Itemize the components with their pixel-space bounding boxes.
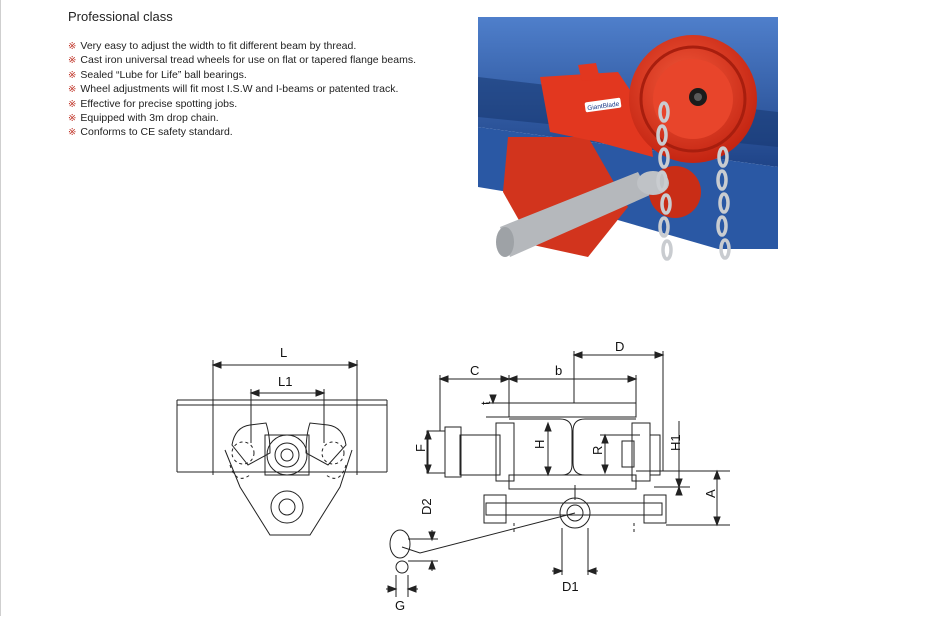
dim-label-C: C [470,363,479,378]
dim-label-L1: L1 [278,374,292,389]
dim-label-G: G [395,598,405,613]
dim-label-H: H [532,440,547,449]
dim-label-D: D [615,339,624,354]
bullet-icon: ※ [68,98,77,110]
trolley-axle [500,172,650,257]
hand-chain [656,101,731,261]
dim-label-R: R [590,446,605,455]
bullet-icon: ※ [68,112,77,124]
dim-label-D2: D2 [419,498,434,515]
bullet-icon: ※ [68,127,77,139]
feature-text: Equipped with 3m drop chain. [80,111,219,124]
dimension-drawing: L L1 C b D t F H R H1 A D2 D1 G [170,335,750,615]
bullet-icon: ※ [68,55,77,67]
feature-text: Cast iron universal tread wheels for use… [80,54,416,67]
dim-label-t: t [478,401,493,405]
feature-text: Conforms to CE safety standard. [80,126,233,139]
bullet-icon: ※ [68,41,77,52]
page-left-rule [0,0,1,616]
dim-label-L: L [280,345,287,360]
dim-label-A: A [703,489,718,498]
product-photo: GiantBlade [478,17,778,269]
feature-text: Very easy to adjust the width to fit dif… [80,40,357,52]
feature-item: ※Equipped with 3m drop chain. [68,111,416,125]
feature-item: ※Very easy to adjust the width to fit di… [68,39,416,53]
dim-label-b: b [555,363,562,378]
feature-item: ※Wheel adjustments will fit most I.S.W a… [68,82,416,96]
feature-text: Effective for precise spotting jobs. [80,97,238,110]
dim-label-F: F [413,444,428,452]
bullet-icon: ※ [68,69,77,81]
feature-item: ※Sealed “Lube for Life” ball bearings. [68,68,416,82]
page-title: Professional class [68,9,173,24]
bullet-icon: ※ [68,84,77,96]
brand-label: GiantBlade [587,101,620,112]
dim-label-D1: D1 [562,579,579,594]
feature-list: ※Very easy to adjust the width to fit di… [68,39,416,140]
feature-text: Sealed “Lube for Life” ball bearings. [80,68,247,81]
feature-item: ※Effective for precise spotting jobs. [68,97,416,111]
feature-item: ※Cast iron universal tread wheels for us… [68,53,416,67]
feature-item: ※Conforms to CE safety standard. [68,125,416,139]
trolley-side-plate [540,72,653,157]
feature-text: Wheel adjustments will fit most I.S.W an… [80,83,399,96]
dim-label-H1: H1 [668,434,683,451]
